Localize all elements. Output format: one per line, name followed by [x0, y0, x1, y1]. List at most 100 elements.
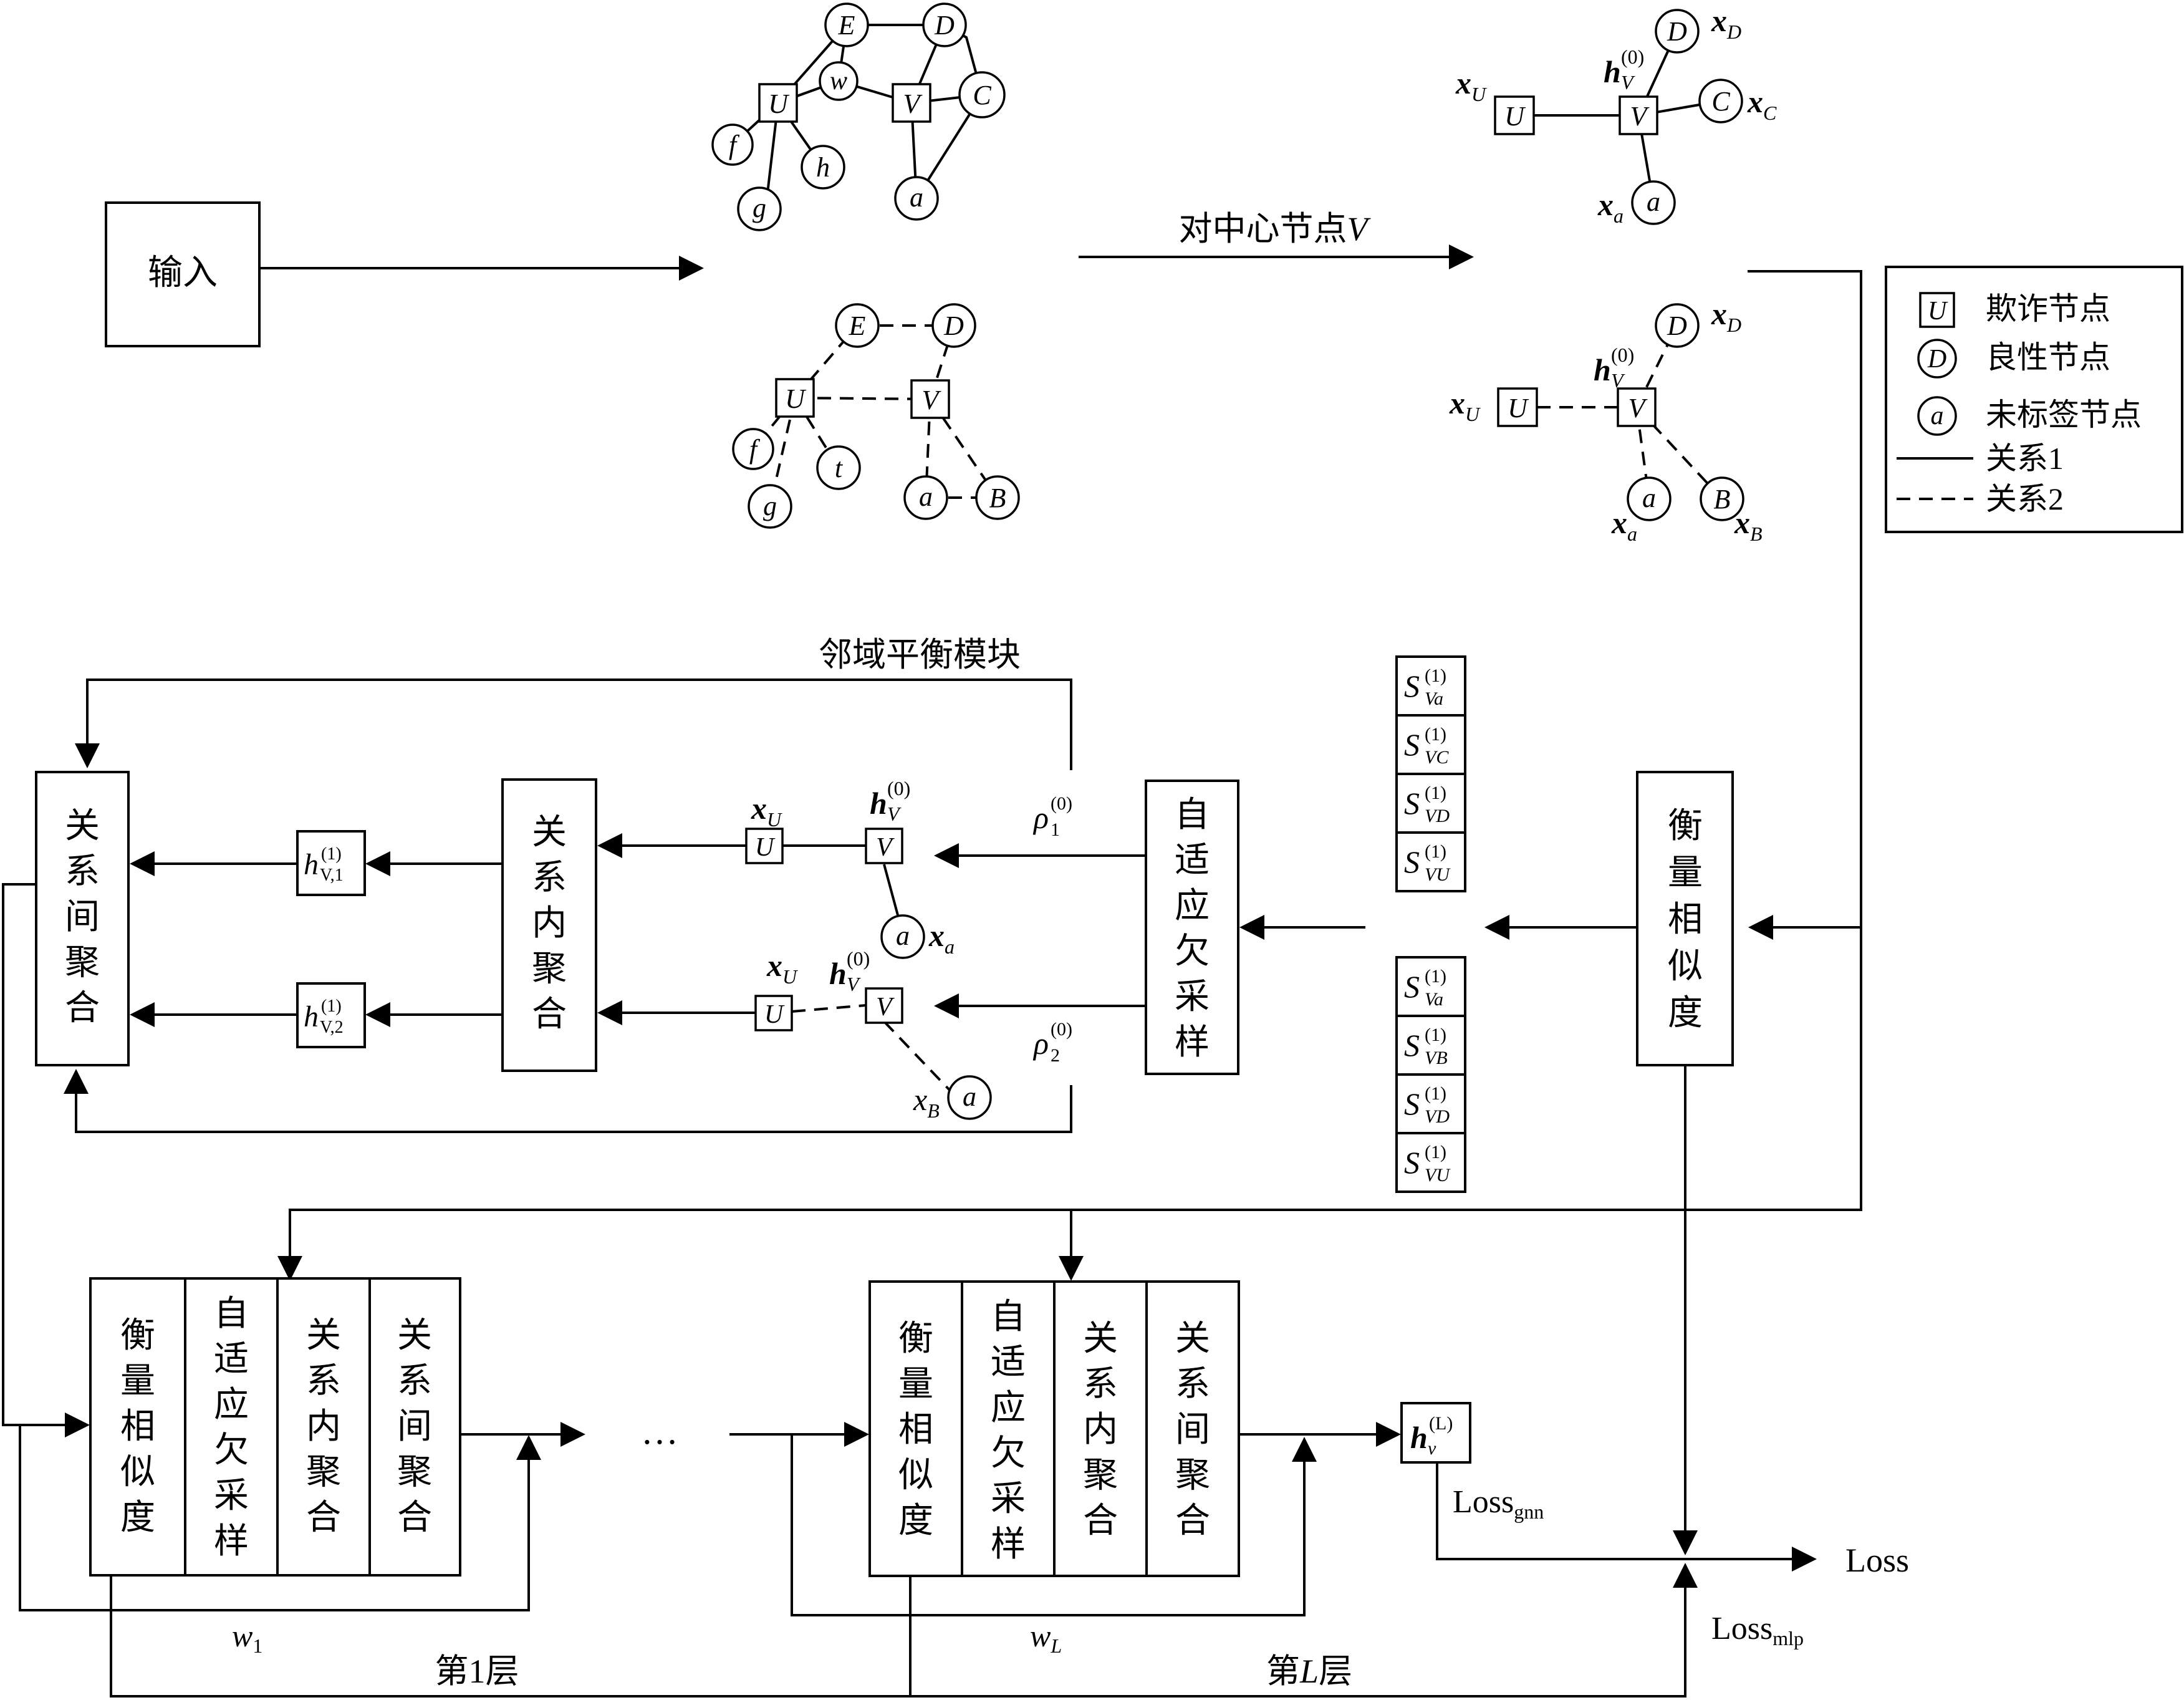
- adaptive-char-4: 采: [1175, 978, 1210, 1017]
- l1b3-c1: 系: [397, 1362, 432, 1401]
- sub2-feature-xD: xD: [1711, 296, 1741, 336]
- score-bottom-1: S(1)VB: [1404, 1025, 1448, 1068]
- graph-relation1: E D w U V C f h g a: [711, 2, 1006, 231]
- svg-text:U: U: [1928, 297, 1948, 326]
- svg-text:(1): (1): [321, 997, 342, 1016]
- svg-text:h: h: [829, 956, 847, 991]
- graph1-node-w: w: [819, 61, 859, 101]
- svg-text:1: 1: [1051, 819, 1060, 840]
- lLb1-c1: 适: [991, 1343, 1026, 1382]
- lLb0-c4: 度: [898, 1502, 933, 1540]
- svg-text:(0): (0): [847, 947, 870, 970]
- layerL-block-undersampling: 自 适 应 欠 采 样: [991, 1298, 1026, 1564]
- lLb3-c0: 关: [1175, 1320, 1210, 1358]
- balance-module-label: 邻域平衡模块: [819, 636, 1021, 674]
- sampled2-node-a: a: [947, 1075, 992, 1120]
- score-bottom-0: S(1)Va: [1404, 966, 1446, 1010]
- layer-L: 衡 量 相 似 度 自 适 应 欠 采 样 关 系 内 聚 合 关 系 间 聚 …: [868, 1280, 1240, 1577]
- graph2-node-g: g: [748, 484, 792, 529]
- svg-text:V: V: [1630, 101, 1650, 132]
- svg-text:V,2: V,2: [320, 1018, 344, 1037]
- lLb0-c3: 似: [898, 1456, 933, 1495]
- subgraph-relation2: U V D a B xU xD xa xB h V (0): [1449, 296, 1763, 545]
- l1b0-c0: 衡: [120, 1316, 155, 1355]
- svg-text:(1): (1): [1425, 966, 1446, 987]
- sub2-feature-xB: xB: [1734, 505, 1763, 545]
- score-bottom-2: S(1)VD: [1404, 1083, 1450, 1127]
- sampled1-node-V: V: [865, 828, 903, 864]
- svg-text:VD: VD: [1425, 806, 1450, 826]
- svg-text:VD: VD: [1425, 1106, 1450, 1127]
- wL-label: wL: [1030, 1618, 1062, 1657]
- svg-text:C: C: [1711, 86, 1730, 117]
- sub1-node-D: D: [1655, 9, 1700, 54]
- graph1-node-V: V: [892, 83, 931, 123]
- svg-text:g: g: [753, 193, 766, 223]
- graph-relation2: E D U V f t g a B: [732, 303, 1020, 529]
- adaptive-char-2: 应: [1175, 887, 1210, 925]
- svg-text:U: U: [785, 384, 807, 414]
- svg-text:w: w: [830, 67, 847, 95]
- legend-benign-node: D 良性节点: [1917, 339, 2110, 379]
- inter-char-3: 聚: [65, 944, 100, 982]
- intra-char-1: 系: [532, 859, 567, 897]
- svg-text:E: E: [838, 10, 855, 41]
- svg-text:D: D: [1927, 345, 1946, 374]
- svg-text:VC: VC: [1425, 747, 1449, 768]
- svg-text:V: V: [876, 993, 895, 1021]
- svg-text:(1): (1): [1425, 1083, 1446, 1104]
- svg-text:h: h: [304, 848, 319, 881]
- l1b1-c1: 适: [214, 1340, 249, 1379]
- output-hvL-box: h v (L): [1400, 1402, 1471, 1464]
- svg-text:VU: VU: [1425, 864, 1451, 885]
- svg-text:D: D: [1667, 311, 1687, 341]
- graph2-node-V: V: [910, 379, 950, 419]
- similarity-scores-relation1: S(1)Va S(1)VC S(1)VD S(1)VU: [1395, 655, 1466, 892]
- layer-1: 衡 量 相 似 度 自 适 应 欠 采 样 关 系 内 聚 合 关 系 间 聚 …: [89, 1277, 461, 1577]
- svg-text:h: h: [816, 152, 830, 183]
- legend-unlabeled-node: a 未标签节点: [1917, 396, 2142, 436]
- intra-char-4: 合: [532, 995, 567, 1034]
- sub1-node-C: C: [1698, 79, 1743, 123]
- graph2-node-f: f: [732, 428, 774, 470]
- inter-aggregation-module: 关 系 间 聚 合: [35, 771, 130, 1066]
- l1b1-c3: 欠: [214, 1431, 249, 1470]
- intra-char-3: 聚: [532, 950, 567, 988]
- score-top-2: S(1)VD: [1404, 783, 1450, 826]
- legend-relation1: 关系1: [1897, 441, 2064, 476]
- layerL-block-similarity: 衡 量 相 似 度: [898, 1320, 933, 1540]
- sampled1-feature-xa: xa: [928, 918, 955, 958]
- svg-text:h: h: [870, 786, 887, 821]
- sub2-node-D: D: [1655, 303, 1700, 348]
- svg-text:关系1: 关系1: [1986, 441, 2064, 476]
- inter-char-2: 间: [65, 898, 100, 937]
- arrow-loss-total: [1436, 1462, 1817, 1572]
- svg-text:V: V: [887, 803, 902, 825]
- svg-text:S: S: [1404, 669, 1420, 703]
- arrow-balance-bottom: [64, 1069, 1072, 1133]
- lLb3-c1: 系: [1175, 1365, 1210, 1404]
- sampled1-feature-hV0: h V (0): [870, 777, 910, 825]
- intra-char-2: 内: [532, 904, 567, 943]
- layer1-block-intra: 关 系 内 聚 合: [306, 1316, 341, 1537]
- layer1-block-undersampling: 自 适 应 欠 采 样: [214, 1295, 249, 1561]
- sampled1-feature-xU: xU: [751, 791, 782, 831]
- lLb0-c1: 量: [898, 1365, 933, 1404]
- svg-text:S: S: [1404, 727, 1420, 762]
- input-box: 输入: [105, 201, 261, 347]
- svg-text:t: t: [835, 453, 844, 483]
- sub1-feature-xU: xU: [1455, 65, 1487, 105]
- svg-text:E: E: [849, 311, 866, 341]
- l1b3-c0: 关: [397, 1316, 432, 1355]
- sub1-feature-xC: xC: [1747, 84, 1777, 124]
- sampled2-feature-hV0: h V (0): [829, 947, 870, 995]
- similarity-char-1: 量: [1668, 854, 1703, 892]
- svg-text:V: V: [847, 973, 861, 995]
- svg-text:关系2: 关系2: [1986, 481, 2064, 516]
- svg-text:h: h: [1410, 1420, 1428, 1455]
- svg-text:(1): (1): [1425, 724, 1446, 745]
- svg-text:C: C: [973, 80, 991, 110]
- lLb2-c3: 聚: [1083, 1456, 1118, 1495]
- svg-text:(0): (0): [1051, 793, 1072, 814]
- rho2-label: ρ 2 (0): [1032, 1019, 1072, 1066]
